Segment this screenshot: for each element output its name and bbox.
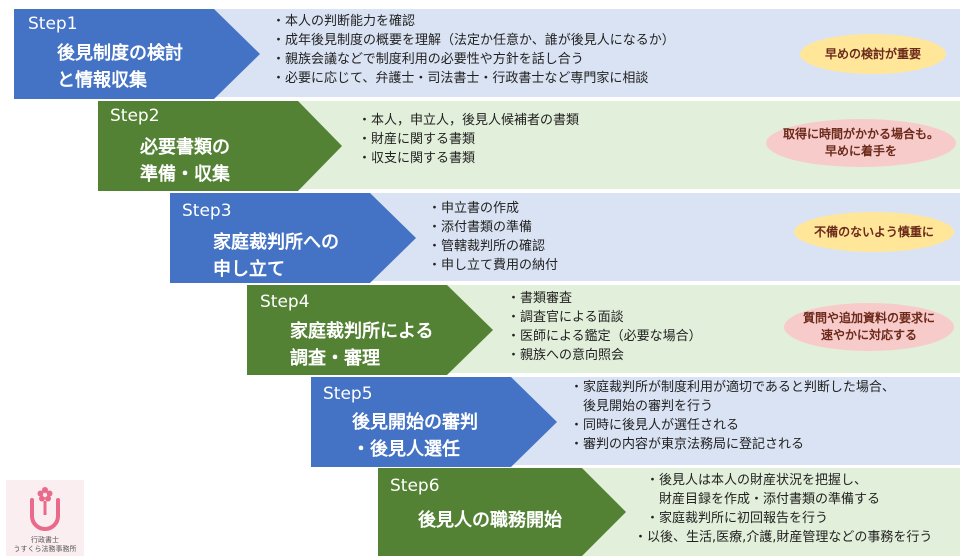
bullet: ・成年後見制度の概要を理解（法定か任意か、誰が後見人になるか） [272,33,675,48]
step-2-note: 取得に時間がかかる場合も。 早めに着手を [766,119,956,167]
step-2-bullets: ・本人，申立人，後見人候補者の書類 ・財産に関する書類 ・収支に関する書類 [358,111,579,168]
step-1-note: 早めの検討が重要 [800,34,946,74]
step-4-note: 質問や追加資料の要求に 速やかに対応する [784,303,954,351]
step-1-arrow [14,9,260,99]
bullet: ・書類審査 [507,291,573,306]
step-5-title-line-1: 後見開始の審判 [352,412,478,433]
step-1-title-line-2: と情報収集 [57,70,147,91]
step-3-title-line-2: 申し立て [213,259,285,280]
step-5-bullets: ・家庭裁判所が制度利用が適切であると判断した場合、 後見開始の審判を行う ・同時… [570,378,895,454]
step-3-title: 家庭裁判所への 申し立て [213,229,339,283]
step-6-title: 後見人の職務開始 [418,507,562,534]
step-6-label: Step6 [390,476,440,496]
bullet: ・収支に関する書類 [358,151,476,166]
step-5-title-line-2: ・後見人選任 [352,439,460,460]
bullet: 後見開始の審判を行う [570,399,714,414]
step-5-title: 後見開始の審判 ・後見人選任 [352,409,478,463]
flower-u-icon [30,487,60,531]
note-line: 取得に時間がかかる場合も。 [782,127,939,141]
step-1-bullets: ・本人の判断能力を確認 ・成年後見制度の概要を理解（法定か任意か、誰が後見人にな… [272,12,675,88]
note-line: 不備のないよう慎重に [814,224,934,239]
step-6-title-line-1: 後見人の職務開始 [418,510,562,531]
step-2-title-line-2: 準備・収集 [140,164,230,185]
step-4-title-line-2: 調査・審理 [290,348,380,369]
bullet: ・申立書の作成 [428,201,520,216]
office-logo: 行政書士 うすくら法務事務所 [6,480,84,556]
step-4-arrow [247,285,493,375]
bullet: ・親族への意向照会 [507,348,625,363]
logo-line-2: うすくら法務事務所 [13,545,77,553]
step-3-title-line-1: 家庭裁判所への [213,232,339,253]
step-2-title: 必要書類の 準備・収集 [140,134,230,188]
bullet: ・後見人は本人の財産状況を把握し、 [646,473,868,488]
step-3-bullets: ・申立書の作成 ・添付書類の準備 ・管轄裁判所の確認 ・申し立て費用の納付 [428,199,558,275]
bullet: ・家庭裁判所が制度利用が適切であると判断した場合、 [570,380,895,395]
bullet: ・管轄裁判所の確認 [428,239,546,254]
step-4-bullets: ・書類審査 ・調査官による面談 ・医師による鑑定（必要な場合） ・親族への意向照… [507,289,702,365]
step-1-title-line-1: 後見制度の検討 [57,43,183,64]
step-3-arrow [170,193,416,283]
step-4-title: 家庭裁判所による 調査・審理 [290,318,433,372]
step-1-title: 後見制度の検討 と情報収集 [57,40,183,94]
step-3-note: 不備のないよう慎重に [794,212,954,252]
bullet: ・申し立て費用の納付 [428,258,559,273]
step-2-label: Step2 [110,106,160,126]
step-1-label: Step1 [28,14,78,34]
step-2-arrow [98,101,342,191]
bullet: ・親族会議などで制度利用の必要性や方針を話し合う [272,52,584,67]
bullet: ・医師による鑑定（必要な場合） [507,329,702,344]
bullet: ・本人，申立人，後見人候補者の書類 [358,113,580,128]
note-line: 質問や追加資料の要求に [802,311,935,325]
step-2-title-line-1: 必要書類の [140,137,230,158]
bullet: ・必要に応じて、弁護士・司法書士・行政書士など専門家に相談 [272,71,649,86]
step-4-title-line-1: 家庭裁判所による [290,321,434,342]
step-3-label: Step3 [182,201,232,221]
bullet: ・以後、生活,医療,介護,財産管理などの事務を行う [634,530,933,545]
bullet: ・調査官による面談 [507,310,624,325]
bullet: ・審判の内容が東京法務局に登記される [570,437,805,452]
step-4-label: Step4 [260,292,310,312]
logo-line-1: 行政書士 [31,536,59,544]
step-6-arrow [378,468,626,556]
note-line: 早めに着手を [824,144,897,158]
bullet: ・本人の判断能力を確認 [272,14,416,29]
step-5-label: Step5 [323,384,373,404]
note-line: 速やかに対応する [820,328,917,342]
bullet: ・同時に後見人が選任される [570,418,740,433]
step-6-bullets: ・後見人は本人の財産状況を把握し、 財産目録を作成・添付書類の準備する ・家庭裁… [634,471,932,547]
step-5-arrow [311,377,557,467]
note-line: 早めの検討が重要 [824,46,921,61]
bullet: ・家庭裁判所に初回報告を行う [646,511,829,526]
bullet: 財産目録を作成・添付書類の準備する [646,492,881,507]
bullet: ・添付書類の準備 [428,220,533,235]
bullet: ・財産に関する書類 [358,132,476,147]
